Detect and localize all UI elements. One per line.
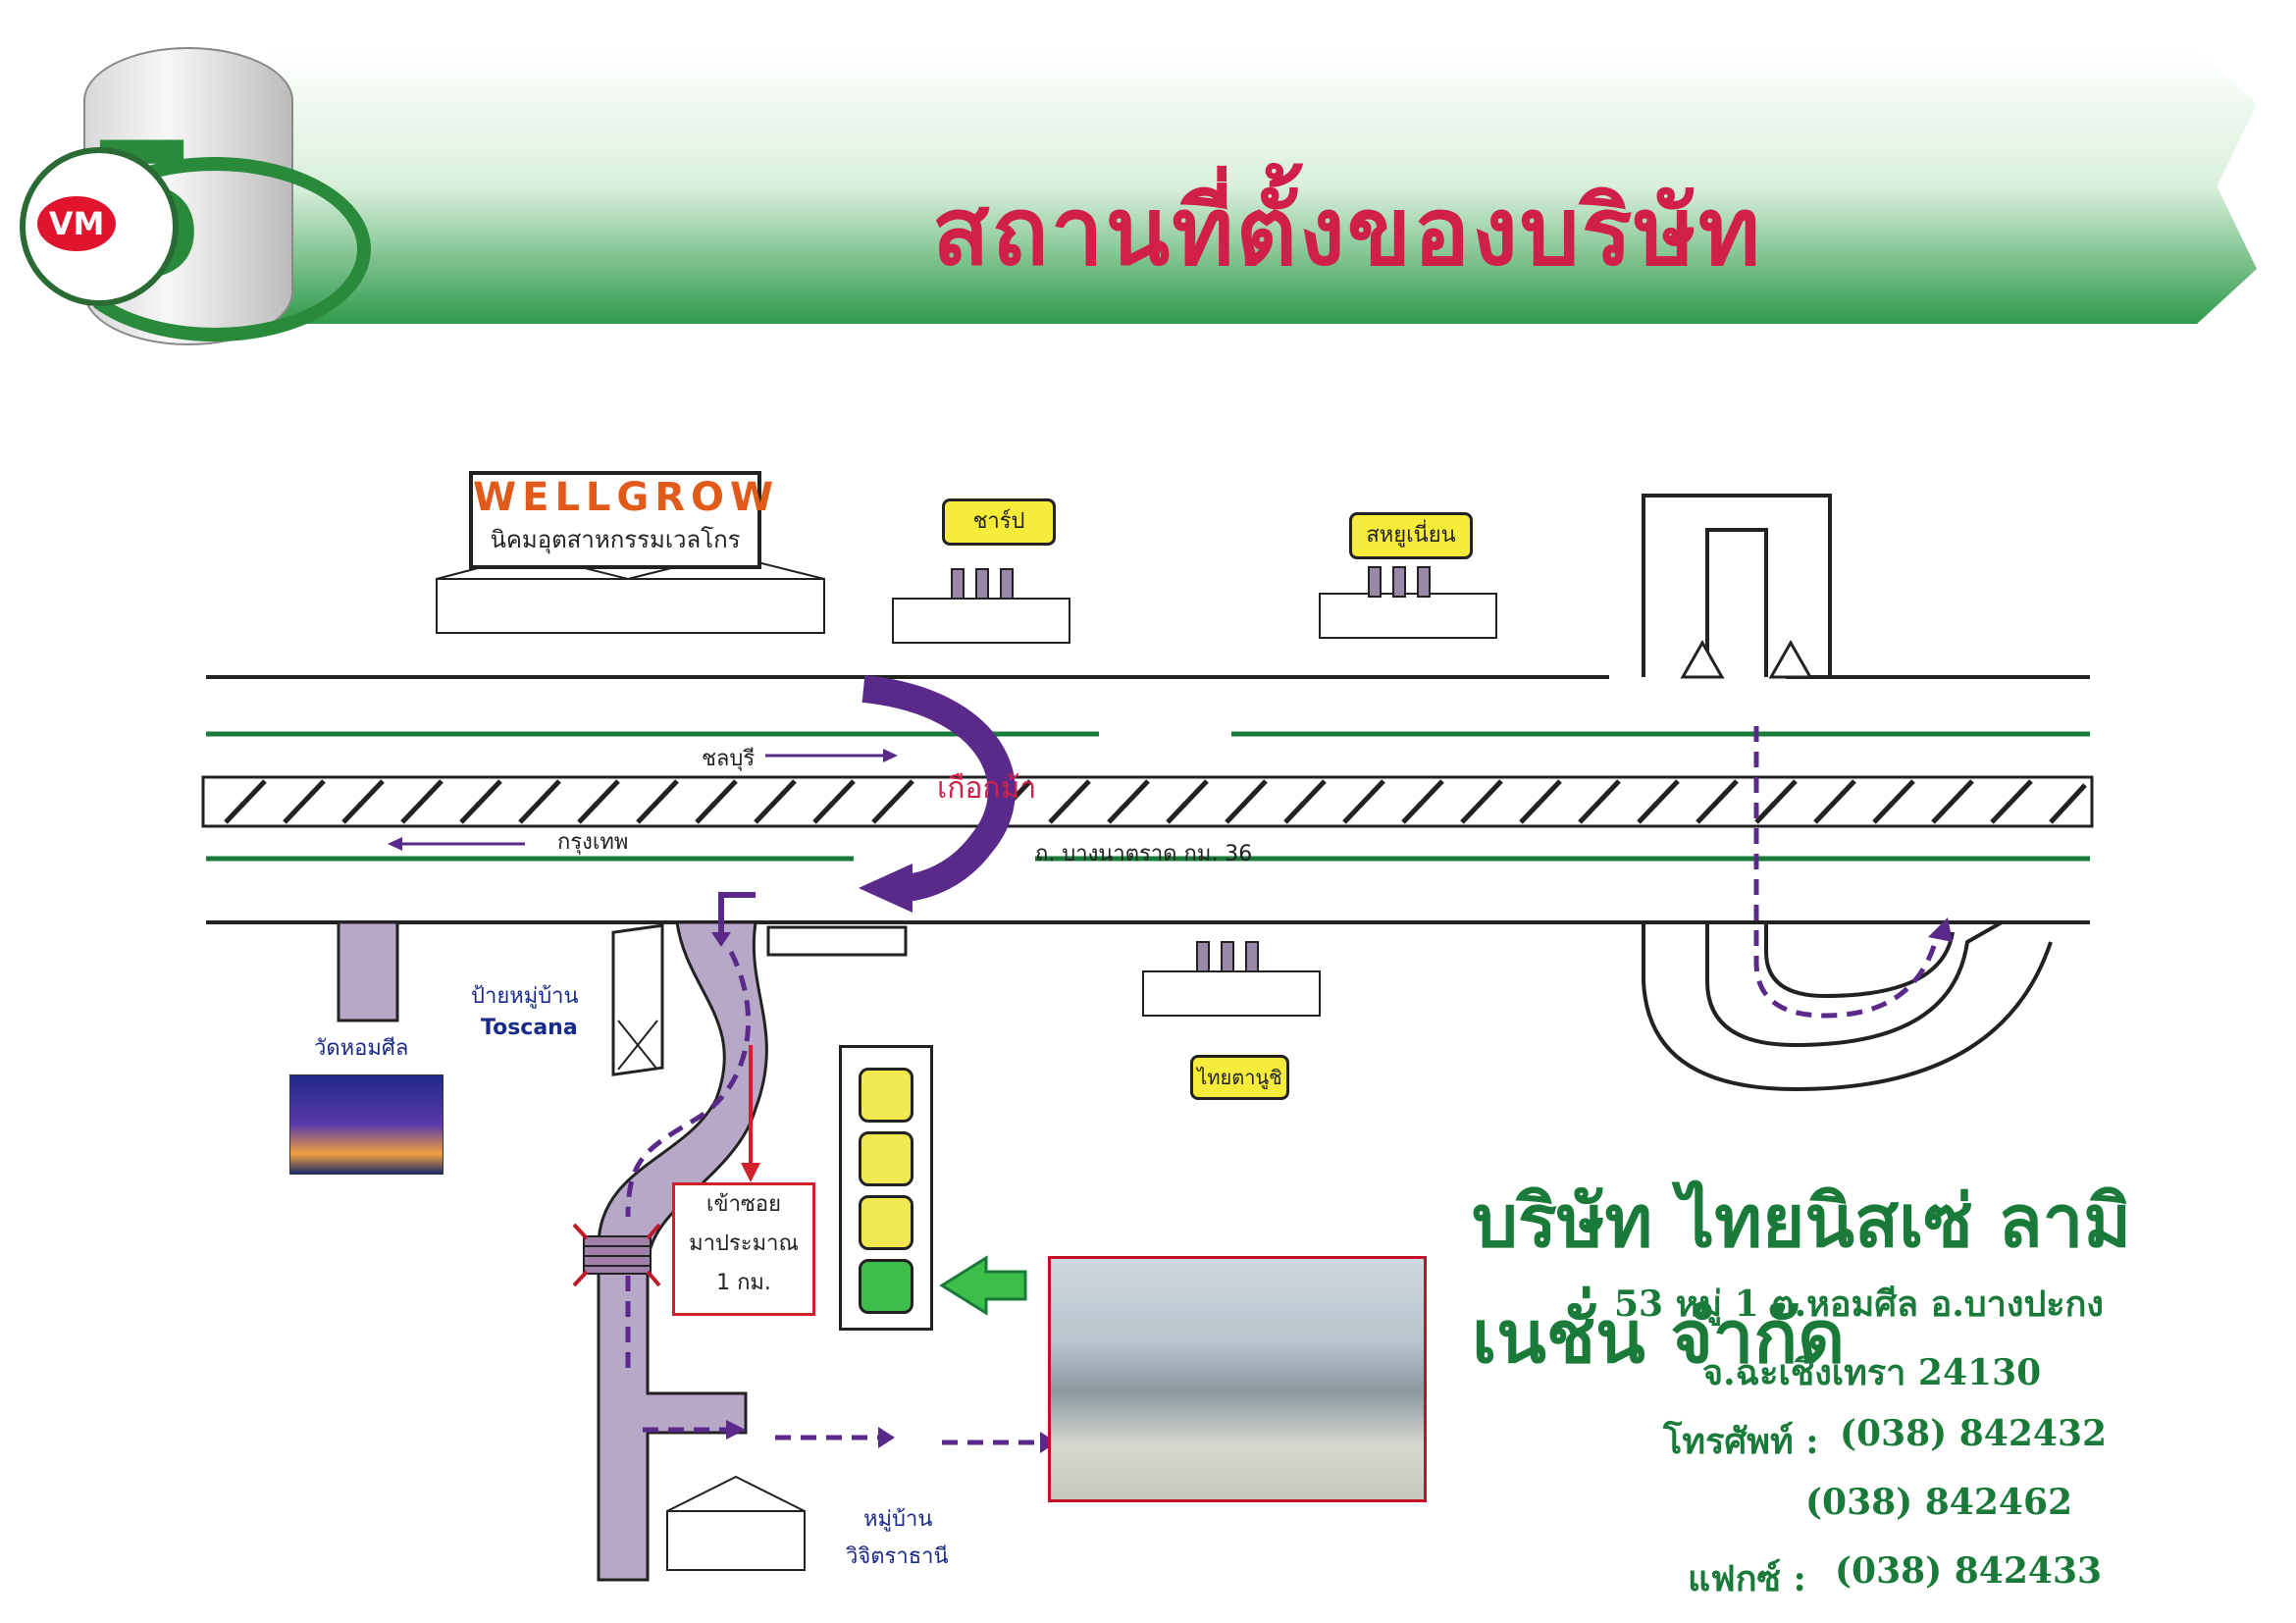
traffic-light-3 [859, 1195, 913, 1250]
temple-label: วัดหอมศีล [314, 1036, 409, 1061]
phone-2: (038) 842462 [1805, 1482, 2073, 1523]
village-name-label: Toscana [481, 1016, 578, 1040]
sahaunion-sign: สหยูเนี่ยน [1349, 512, 1473, 559]
phone-label: โทรศัพท์ : [1663, 1421, 1819, 1462]
village-sign-label: ป้ายหมู่บ้าน [471, 984, 579, 1009]
chonburi-label: ชลบุรี [702, 747, 756, 771]
temple-image [289, 1074, 444, 1175]
wellgrow-title: WELLGROW [473, 475, 780, 520]
company-name: บริษัท ไทยนิสเซ่ ลามิเนชั่น จำกัด [1472, 1179, 2132, 1380]
traffic-light-1 [859, 1068, 913, 1123]
company-address-1: 53 หมู่ 1 ต.หอมศีล อ.บางปะกง [1614, 1283, 2105, 1325]
turn-line-1: เข้าซอย [706, 1192, 781, 1217]
road-name-label: ถ. บางนาตราด กม. 36 [1035, 842, 1253, 866]
traffic-light-4 [859, 1259, 913, 1314]
turn-note-box: เข้าซอย มาประมาณ 1 กม. [672, 1182, 815, 1316]
company-address-2: จ.ฉะเชิงเทรา 24130 [1702, 1352, 2042, 1393]
wellgrow-sign: WELLGROW นิคมอุตสาหกรรมเวลโกร [469, 471, 780, 569]
phone-1: (038) 842432 [1840, 1413, 2108, 1454]
thaiyamamoto-sign: ไทยตานูชิ [1190, 1055, 1289, 1100]
header-banner [265, 49, 2257, 324]
village2-line-2: วิจิตราธานี [846, 1544, 949, 1569]
company-photo [1048, 1256, 1427, 1502]
bangkok-label: กรุงเทพ [557, 830, 629, 855]
fax-label: แฟกซ์ : [1688, 1558, 1806, 1599]
logo-vm: VM [37, 196, 116, 251]
fax-number: (038) 842433 [1835, 1550, 2103, 1592]
village2-line-1: หมู่บ้าน [863, 1507, 933, 1532]
traffic-light [839, 1045, 933, 1331]
turn-line-3: 1 กม. [716, 1271, 771, 1295]
wellgrow-subtitle: นิคมอุตสาหกรรมเวลโกร [490, 526, 741, 553]
traffic-light-2 [859, 1131, 913, 1186]
sharp-sign: ชาร์ป [942, 498, 1056, 546]
page-title: สถานที่ตั้งของบริษัท [932, 176, 1762, 287]
horseshoe-label: เกือกม้า [937, 771, 1037, 806]
turn-line-2: มาประมาณ [689, 1231, 799, 1256]
